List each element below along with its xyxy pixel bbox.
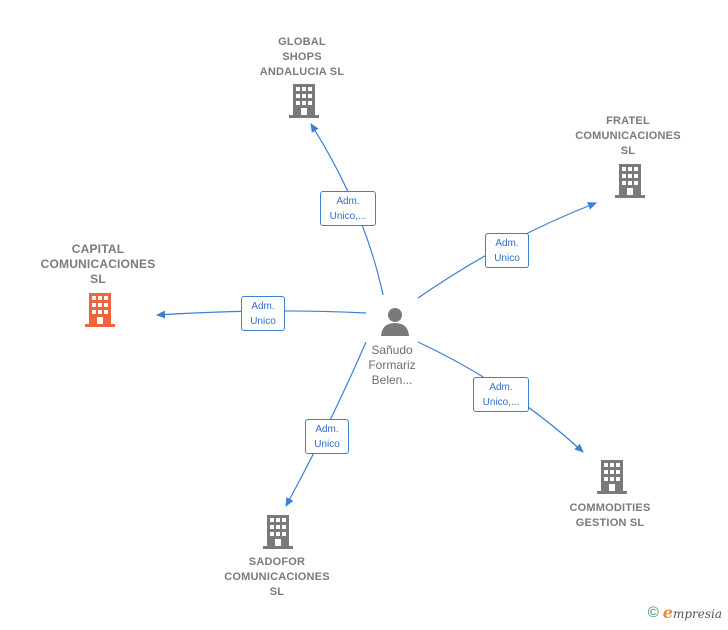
edge-label-sadofor[interactable]: Adm. Unico	[305, 419, 349, 454]
building-icon-focus[interactable]	[85, 293, 115, 327]
company-label-line: SL	[620, 145, 636, 157]
company-label-line: SL	[269, 586, 285, 598]
company-label-line: COMUNICACIONES	[224, 571, 330, 583]
company-label-line: SHOPS	[282, 51, 322, 63]
edge-label-line: Adm.	[495, 238, 519, 249]
person-label[interactable]: Sañudo Formariz Belen...	[350, 343, 434, 388]
edge-label-fratel[interactable]: Adm. Unico	[485, 233, 529, 268]
company-label-line: FRATEL	[606, 115, 650, 127]
brand-name-rest: mpresia	[672, 607, 722, 621]
building-icon[interactable]	[597, 460, 627, 494]
person-name-line: Belen...	[371, 373, 413, 387]
company-label-line: GESTION SL	[575, 517, 645, 529]
edge-label-line: Unico,...	[329, 211, 367, 222]
edge-label-line: Adm.	[336, 196, 360, 207]
brand-initial: e	[662, 603, 673, 622]
edge-label-line: Unico	[314, 439, 340, 450]
company-label-line: CAPITAL	[71, 242, 125, 256]
brand-logo: empresia	[663, 603, 722, 622]
brand-watermark: © empresia	[648, 603, 722, 622]
company-label-line: COMUNICACIONES	[40, 257, 156, 271]
company-label-fratel[interactable]: FRATEL COMUNICACIONES SL	[563, 114, 693, 159]
company-label-sadofor[interactable]: SADOFOR COMUNICACIONES SL	[212, 555, 342, 600]
company-label-line: SL	[90, 272, 106, 286]
edge-label-line: Unico	[250, 316, 276, 327]
person-name-line: Formariz	[368, 358, 416, 372]
edge-label-capital[interactable]: Adm. Unico	[241, 296, 285, 331]
copyright-symbol: ©	[647, 604, 659, 621]
company-label-line: COMUNICACIONES	[575, 130, 681, 142]
edge-label-line: Unico	[494, 253, 520, 264]
person-name-line: Sañudo	[371, 343, 413, 357]
edge-label-line: Unico,...	[482, 397, 520, 408]
edge-label-line: Adm.	[489, 382, 513, 393]
building-icon[interactable]	[289, 84, 319, 118]
company-label-line: COMMODITIES	[569, 502, 651, 514]
edge-label-line: Adm.	[251, 301, 275, 312]
building-icon[interactable]	[263, 515, 293, 549]
company-label-global[interactable]: GLOBAL SHOPS ANDALUCIA SL	[242, 35, 362, 80]
building-icon[interactable]	[615, 164, 645, 198]
edge-label-global[interactable]: Adm. Unico,...	[320, 191, 376, 226]
company-label-line: ANDALUCIA SL	[259, 66, 345, 78]
company-label-capital[interactable]: CAPITAL COMUNICACIONES SL	[32, 242, 164, 287]
edge-label-line: Adm.	[315, 424, 339, 435]
company-label-line: GLOBAL	[278, 36, 326, 48]
company-label-line: SADOFOR	[248, 556, 306, 568]
company-label-commodities[interactable]: COMMODITIES GESTION SL	[550, 501, 670, 531]
person-icon[interactable]	[380, 306, 410, 336]
edge-label-commodities[interactable]: Adm. Unico,...	[473, 377, 529, 412]
